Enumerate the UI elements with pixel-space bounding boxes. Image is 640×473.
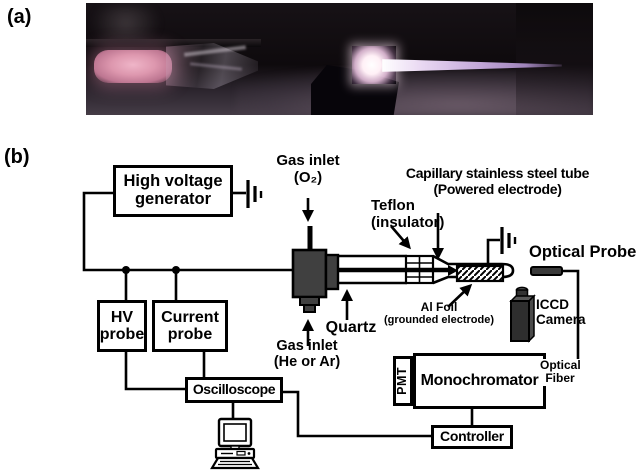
current-probe-box: Current probe xyxy=(152,300,228,352)
junction-dot xyxy=(172,266,180,274)
al-foil-electrode xyxy=(455,264,505,283)
hv-generator-box: High voltage generator xyxy=(113,165,233,217)
teflon-label: Teflon (insulator) xyxy=(371,197,445,231)
panel-b-label: (b) xyxy=(4,146,30,168)
panel-a-label: (a) xyxy=(7,6,32,28)
capillary-label: Capillary stainless steel tube (Powered … xyxy=(405,165,590,197)
gas-inlet-he-ar-label: Gas inlet (He or Ar) xyxy=(273,338,341,371)
monochromator-box: Monochromator xyxy=(413,353,546,409)
al-foil-label: Al Foil (grounded electrode) xyxy=(383,300,494,327)
iccd-camera-label: ICCD Camera xyxy=(536,297,586,328)
jet-body-block xyxy=(291,248,328,299)
plasma-pink-glow xyxy=(94,50,172,83)
iccd-camera-icon xyxy=(509,286,536,343)
plasma-jet-device xyxy=(291,226,515,313)
optical-fiber-label: Optical Fiber xyxy=(540,358,581,386)
junction-dot xyxy=(122,266,130,274)
ground-icon xyxy=(246,180,263,208)
label-arrows xyxy=(302,198,473,346)
optical-probe-label: Optical Probe xyxy=(529,243,637,261)
circuit-wires xyxy=(82,191,580,438)
pmt-box: PMT xyxy=(393,356,413,406)
gas-inlet-o2-label: Gas inlet (O₂) xyxy=(276,152,340,186)
jet-inlet-step xyxy=(299,296,320,306)
quartz-label: Quartz xyxy=(325,319,377,336)
photo-dark-rod xyxy=(86,39,261,47)
ground-icon xyxy=(500,227,517,254)
photo-right-shadow xyxy=(516,3,593,115)
plasma-jet-photo xyxy=(86,3,593,115)
computer-icon xyxy=(210,417,260,470)
capillary-tip xyxy=(448,265,458,276)
hv-probe-box: HV probe xyxy=(97,300,147,352)
controller-box: Controller xyxy=(431,425,513,449)
jet-body-collar xyxy=(324,253,340,291)
optical-probe-icon xyxy=(530,266,563,276)
oscilloscope-box: Oscilloscope xyxy=(185,377,283,403)
jet-inlet-step xyxy=(303,304,316,313)
